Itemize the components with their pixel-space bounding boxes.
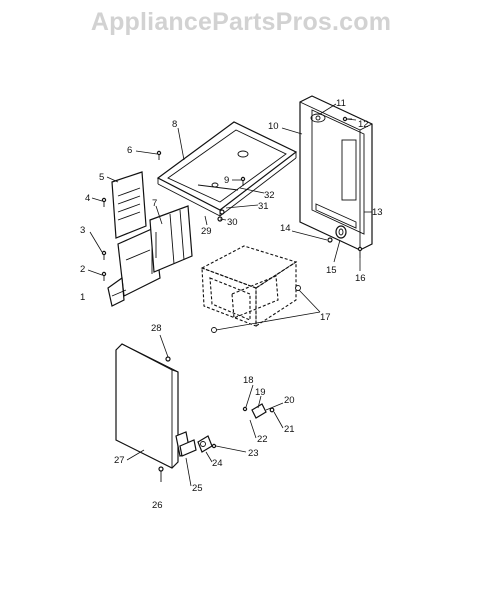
callout-23: 23 bbox=[248, 448, 259, 459]
screw bbox=[269, 407, 275, 413]
side-panel-lower[interactable] bbox=[107, 227, 161, 307]
door-panel[interactable] bbox=[115, 343, 179, 469]
screw bbox=[211, 443, 217, 449]
screw bbox=[242, 406, 248, 412]
screw bbox=[156, 150, 162, 160]
hinge[interactable] bbox=[175, 431, 197, 457]
callout-7: 7 bbox=[152, 198, 157, 209]
callout-17: 17 bbox=[320, 312, 331, 323]
callout-5: 5 bbox=[99, 172, 104, 183]
callout-2: 2 bbox=[80, 264, 85, 275]
screw bbox=[158, 466, 164, 482]
callout-19: 19 bbox=[255, 387, 266, 398]
callout-14: 14 bbox=[280, 223, 291, 234]
callout-13: 13 bbox=[372, 207, 383, 218]
oven-box[interactable] bbox=[200, 245, 301, 333]
hinge-block[interactable] bbox=[197, 435, 213, 453]
callout-3: 3 bbox=[80, 225, 85, 236]
center-bracket[interactable] bbox=[149, 205, 193, 273]
screw bbox=[357, 246, 363, 258]
callout-27: 27 bbox=[114, 455, 125, 466]
knob bbox=[335, 225, 347, 239]
side-panel-upper[interactable] bbox=[111, 171, 147, 239]
leader-lines bbox=[87, 103, 372, 487]
callout-8: 8 bbox=[172, 119, 177, 130]
callout-20: 20 bbox=[284, 395, 295, 406]
site-watermark: AppliancePartsPros.com bbox=[90, 8, 392, 36]
screw bbox=[240, 176, 246, 186]
callout-22: 22 bbox=[257, 434, 268, 445]
callout-28: 28 bbox=[151, 323, 162, 334]
callout-6: 6 bbox=[127, 145, 132, 156]
callout-30: 30 bbox=[227, 217, 238, 228]
callout-18: 18 bbox=[243, 375, 254, 386]
callout-9: 9 bbox=[224, 175, 229, 186]
screw bbox=[101, 197, 107, 207]
screw bbox=[101, 271, 107, 281]
callout-11: 11 bbox=[336, 98, 346, 109]
back-panel[interactable] bbox=[299, 95, 373, 251]
callout-12: 12 bbox=[358, 119, 369, 130]
callout-16: 16 bbox=[355, 273, 366, 284]
callout-25: 25 bbox=[192, 483, 203, 494]
callout-4: 4 bbox=[85, 193, 90, 204]
callout-29: 29 bbox=[201, 226, 212, 237]
callout-24: 24 bbox=[212, 458, 223, 469]
screw bbox=[165, 356, 171, 362]
callout-26: 26 bbox=[152, 500, 163, 511]
screw bbox=[101, 250, 107, 260]
top-panel[interactable] bbox=[156, 121, 298, 217]
callout-21: 21 bbox=[284, 424, 295, 435]
screw bbox=[327, 237, 333, 243]
callout-15: 15 bbox=[326, 265, 337, 276]
callout-31: 31 bbox=[258, 201, 269, 212]
callout-1: 1 bbox=[80, 292, 85, 303]
screw bbox=[219, 209, 225, 215]
callout-32: 32 bbox=[264, 190, 275, 201]
callout-10: 10 bbox=[268, 121, 279, 132]
clip bbox=[251, 403, 267, 419]
